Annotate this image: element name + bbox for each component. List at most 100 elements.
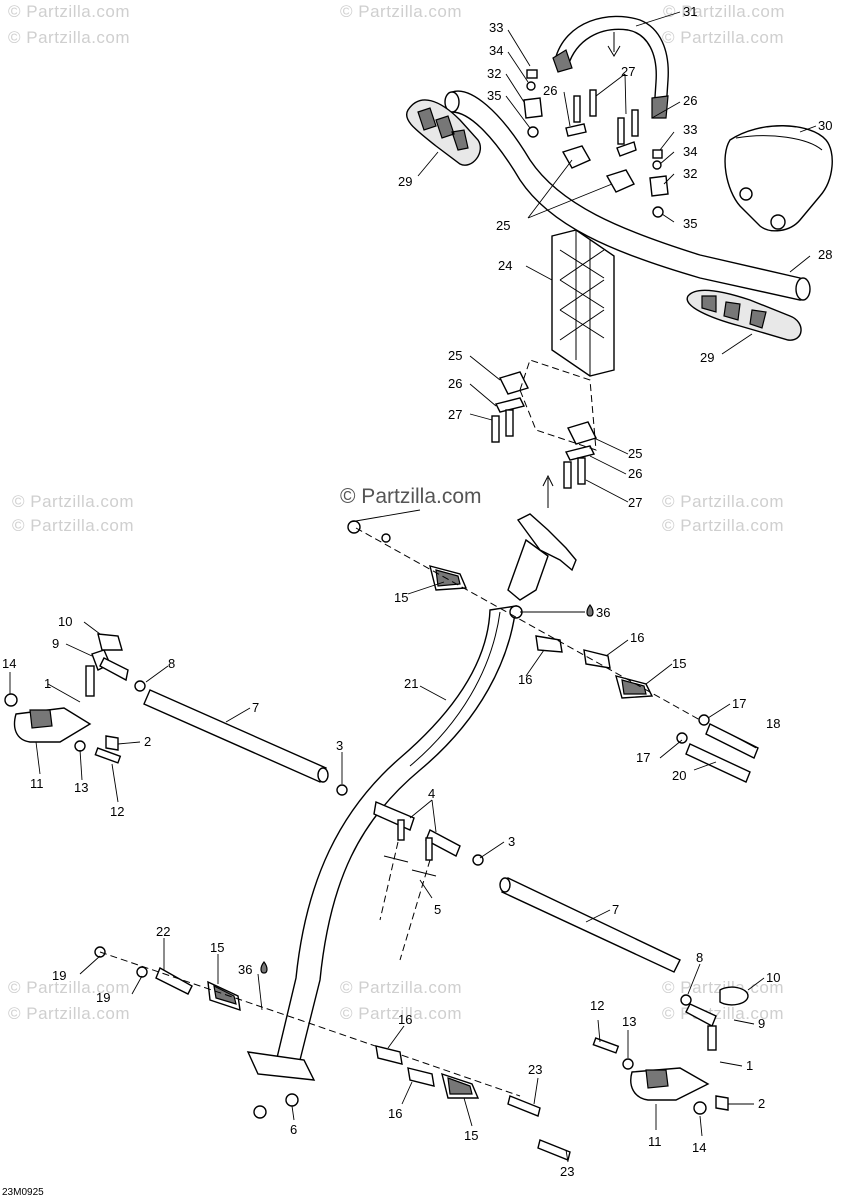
callout-33: 33 xyxy=(489,20,503,35)
callout-29: 29 xyxy=(398,174,412,189)
callout-11: 11 xyxy=(30,776,44,791)
callout-35: 35 xyxy=(487,88,501,103)
callout-21: 21 xyxy=(404,676,418,691)
callout-3: 3 xyxy=(336,738,343,753)
callout-19: 19 xyxy=(96,990,110,1005)
callout-22: 22 xyxy=(156,924,170,939)
callout-14: 14 xyxy=(692,1140,706,1155)
callout-12: 12 xyxy=(110,804,124,819)
lower-linkage xyxy=(94,946,571,1161)
right-steering-arm xyxy=(592,1037,729,1115)
callout-27: 27 xyxy=(448,407,462,422)
callout-13: 13 xyxy=(74,780,88,795)
callout-7: 7 xyxy=(612,902,619,917)
callout-16: 16 xyxy=(518,672,532,687)
watermark: © Partzilla.com xyxy=(8,2,131,21)
handlebar-tube xyxy=(444,90,811,301)
callout-9: 9 xyxy=(52,636,59,651)
watermark: © Partzilla.com xyxy=(340,2,463,21)
leader-lines xyxy=(9,11,817,1163)
callout-23: 23 xyxy=(528,1062,542,1077)
callout-5: 5 xyxy=(434,902,441,917)
callout-1: 1 xyxy=(746,1058,753,1073)
callout-15: 15 xyxy=(210,940,224,955)
callout-27: 27 xyxy=(628,495,642,510)
callout-26: 26 xyxy=(628,466,642,481)
callout-20: 20 xyxy=(672,768,686,783)
watermark: © Partzilla.com xyxy=(340,978,463,997)
watermark: © Partzilla.com xyxy=(663,2,786,21)
riser-block xyxy=(551,229,615,377)
callout-8: 8 xyxy=(168,656,175,671)
riser-lower-hardware xyxy=(491,359,597,508)
left-tie-rod xyxy=(85,633,348,796)
watermark: © Partzilla.com xyxy=(662,516,785,535)
callout-9: 9 xyxy=(758,1016,765,1031)
callout-28: 28 xyxy=(818,247,832,262)
callout-8: 8 xyxy=(696,950,703,965)
callout-25: 25 xyxy=(496,218,510,233)
callout-32: 32 xyxy=(683,166,697,181)
callout-34: 34 xyxy=(683,144,697,159)
left-grip xyxy=(405,99,481,166)
watermark: © Partzilla.com xyxy=(8,28,131,47)
callout-3: 3 xyxy=(508,834,515,849)
callout-16: 16 xyxy=(630,630,644,645)
watermark: © Partzilla.com xyxy=(12,516,135,535)
handlebar-pad xyxy=(724,125,833,232)
callout-16: 16 xyxy=(388,1106,402,1121)
callout-26: 26 xyxy=(543,83,557,98)
callout-16: 16 xyxy=(398,1012,412,1027)
upper-linkage xyxy=(347,520,759,783)
callout-10: 10 xyxy=(58,614,72,629)
left-steering-arm xyxy=(4,693,122,764)
callout-15: 15 xyxy=(464,1128,478,1143)
callout-26: 26 xyxy=(448,376,462,391)
center-tie-rod-ends xyxy=(373,801,484,961)
callout-18: 18 xyxy=(766,716,780,731)
steering-column xyxy=(246,513,577,1119)
callout-19: 19 xyxy=(52,968,66,983)
callout-25: 25 xyxy=(448,348,462,363)
watermark: © Partzilla.com xyxy=(8,978,131,997)
callout-35: 35 xyxy=(683,216,697,231)
callout-32: 32 xyxy=(487,66,501,81)
callout-24: 24 xyxy=(498,258,512,273)
callout-7: 7 xyxy=(252,700,259,715)
callout-29: 29 xyxy=(700,350,714,365)
right-tie-rod xyxy=(499,877,749,1051)
callout-15: 15 xyxy=(672,656,686,671)
callout-2: 2 xyxy=(758,1096,765,1111)
callout-14: 14 xyxy=(2,656,16,671)
watermark: © Partzilla.com xyxy=(662,492,785,511)
callout-2: 2 xyxy=(144,734,151,749)
callout-labels: 31 33 34 32 35 27 26 26 33 34 32 35 30 2… xyxy=(2,4,832,1179)
callout-15: 15 xyxy=(394,590,408,605)
callout-30: 30 xyxy=(818,118,832,133)
callout-12: 12 xyxy=(590,998,604,1013)
watermark: © Partzilla.com xyxy=(8,1004,131,1023)
callout-33: 33 xyxy=(683,122,697,137)
callout-6: 6 xyxy=(290,1122,297,1137)
callout-13: 13 xyxy=(622,1014,636,1029)
diagram-code: 23M0925 xyxy=(2,1187,44,1198)
grease-drop-markers xyxy=(260,604,594,974)
callout-17: 17 xyxy=(732,696,746,711)
watermark-center: © Partzilla.com xyxy=(340,485,482,508)
watermark: © Partzilla.com xyxy=(340,1004,463,1023)
watermark: © Partzilla.com xyxy=(662,28,785,47)
watermark: © Partzilla.com xyxy=(12,492,135,511)
callout-17: 17 xyxy=(636,750,650,765)
callout-34: 34 xyxy=(489,43,503,58)
callout-36: 36 xyxy=(596,605,610,620)
callout-27: 27 xyxy=(621,64,635,79)
callout-36: 36 xyxy=(238,962,252,977)
handlebar-strap xyxy=(552,15,669,119)
callout-25: 25 xyxy=(628,446,642,461)
callout-31: 31 xyxy=(683,4,697,19)
callout-11: 11 xyxy=(648,1134,662,1149)
callout-26: 26 xyxy=(683,93,697,108)
right-grip xyxy=(686,289,802,341)
callout-10: 10 xyxy=(766,970,780,985)
